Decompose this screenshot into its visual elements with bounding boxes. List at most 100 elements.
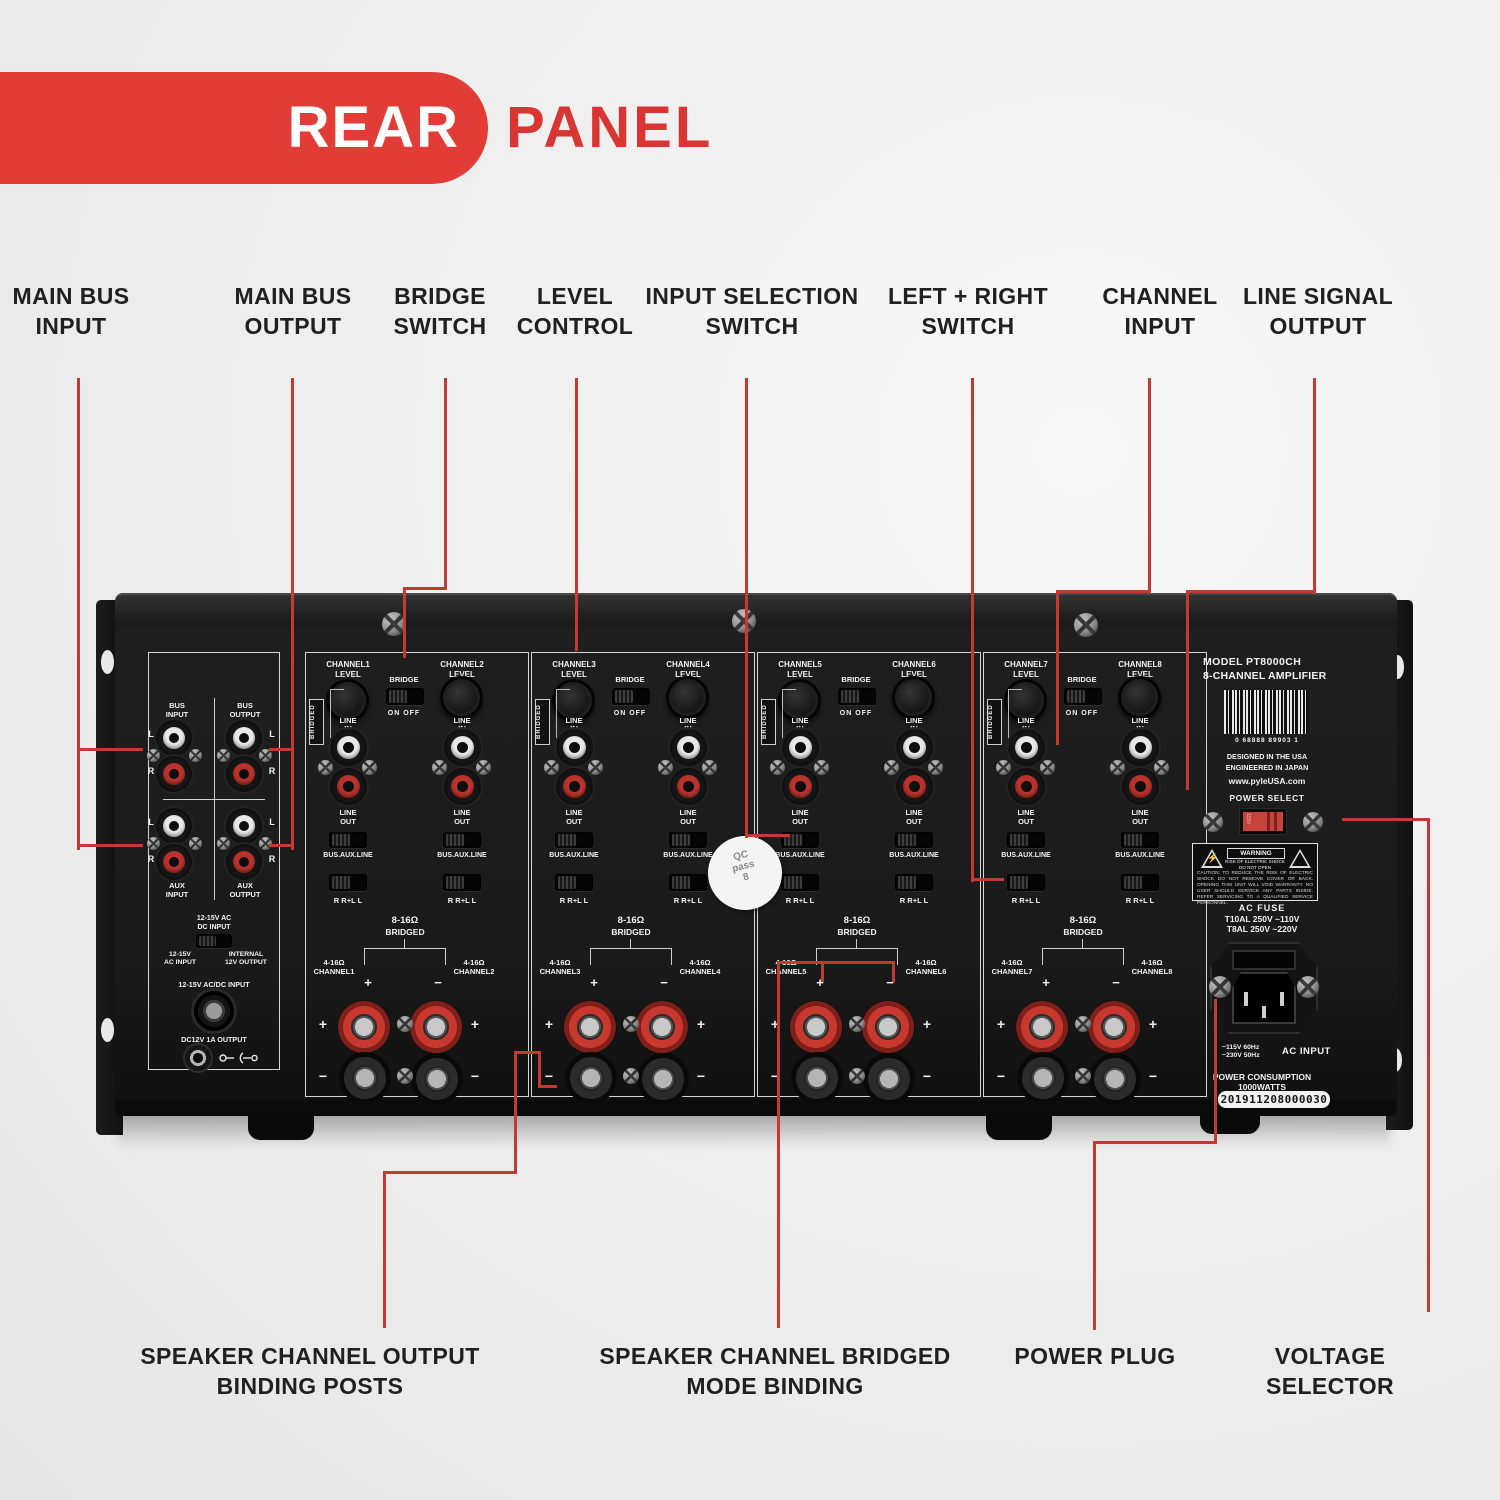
line-in-label: LINEIN [791,716,809,733]
callout-line [1093,1141,1217,1144]
voltage-ratings: ~115V 60Hz~230V 50Hz [1222,1044,1260,1059]
callout-line [514,1051,541,1054]
level-knob [778,679,821,722]
rack-hole [101,650,114,674]
negative-binding-post [791,1052,843,1104]
jack-screw [1154,760,1169,775]
socket-prong [1280,992,1284,1006]
left-right-label: R R+L L [333,896,363,905]
bridge-switch [838,688,876,705]
plus-mark: + [816,975,824,990]
input-select-label: BUS.AUX.LINE [437,852,487,859]
chassis-screw [1074,613,1098,637]
voltage-selector-value: 115V [1245,813,1251,825]
callout-line [269,844,294,847]
line-in-jack [1122,729,1159,766]
bridged-bracket-line [816,948,817,965]
plus-mark: + [996,1016,1006,1032]
jack-screw [996,760,1011,775]
header-badge-pill [0,72,488,184]
bridged-label: BRIDGED [385,927,425,937]
bus-input-left-jack [156,720,192,756]
line-in-label: LINEIN [1131,716,1149,733]
minus-mark: − [1148,1068,1158,1084]
level-knob [1118,676,1161,719]
callout-line [575,378,578,651]
left-right-switch [1007,874,1045,891]
bridged-bracket-line [590,948,591,965]
jack-screw [702,760,717,775]
jack-screw [928,760,943,775]
bridged-label: BRIDGED [837,927,877,937]
amp-foot [1200,1110,1260,1134]
fuse-rating-110: T10AL 250V ~110V [1224,914,1300,924]
bridge-on-off-label: ON OFF [839,710,873,717]
acdc-mode-switch [196,934,232,948]
plus-mark: + [364,975,372,990]
channel-r-mark: R [147,854,155,864]
minus-mark: − [660,975,668,990]
power-consumption-label: POWER CONSUMPTION [1212,1072,1312,1082]
level-knob [440,676,483,719]
callout-line [1056,590,1059,745]
barcode [1224,690,1308,734]
post-screw [849,1016,865,1032]
input-select-switch [1121,832,1159,848]
fuse-rating-220: T8AL 250V ~220V [1226,924,1298,934]
input-select-label: BUS.AUX.LINE [549,852,599,859]
callout-line [403,587,406,658]
bridge-label: BRIDGE [841,675,871,684]
aux-input-right-jack [156,844,192,880]
bus-input-right-jack [156,756,192,792]
bridged-bracket-line [364,948,446,949]
bridge-on-off-label: ON OFF [1065,710,1099,717]
warning-body: CAUTION: TO REDUCE THE RISK OF ELECTRIC … [1197,871,1313,906]
plus-mark: + [696,1016,706,1032]
designed-label: DESIGNED IN THE USA [1226,752,1308,761]
channel-r-mark: R [268,854,276,864]
acdc-input-label: 12-15V AC/DC INPUT [178,980,250,989]
bridged-bracket-line [1042,948,1124,949]
left-right-switch [895,874,933,891]
callout-line [383,1171,516,1174]
line-in-label: LINEIN [453,716,471,733]
line-out-jack [670,768,707,805]
website-label: www.pyleUSA.com [1228,776,1306,786]
panel-screw [1303,812,1323,832]
negative-binding-post [863,1053,915,1105]
line-in-jack [670,729,707,766]
plus-mark: + [922,1016,932,1032]
input-select-switch [443,832,481,848]
line-out-jack [1008,768,1045,805]
callout-line [77,844,143,847]
bridged-bracket-line [897,948,898,965]
line-in-label: LINEIN [565,716,583,733]
line-in-label: LINEIN [1017,716,1035,733]
line-out-jack [444,768,481,805]
bus-output-right-jack [226,756,262,792]
bridge-on-off-label: ON OFF [613,710,647,717]
model-type-label: 8-CHANNEL AMPLIFIER [1203,670,1327,682]
callout-line [1313,378,1316,594]
input-select-switch [329,832,367,848]
electric-shock-icon [1201,849,1223,868]
bridged-impedance-label: 8-16Ω [843,915,871,926]
ac-fuse-label: AC FUSE [1238,903,1286,913]
positive-binding-post [409,1000,463,1054]
positive-binding-post [789,1000,843,1054]
level-knob [326,679,369,722]
